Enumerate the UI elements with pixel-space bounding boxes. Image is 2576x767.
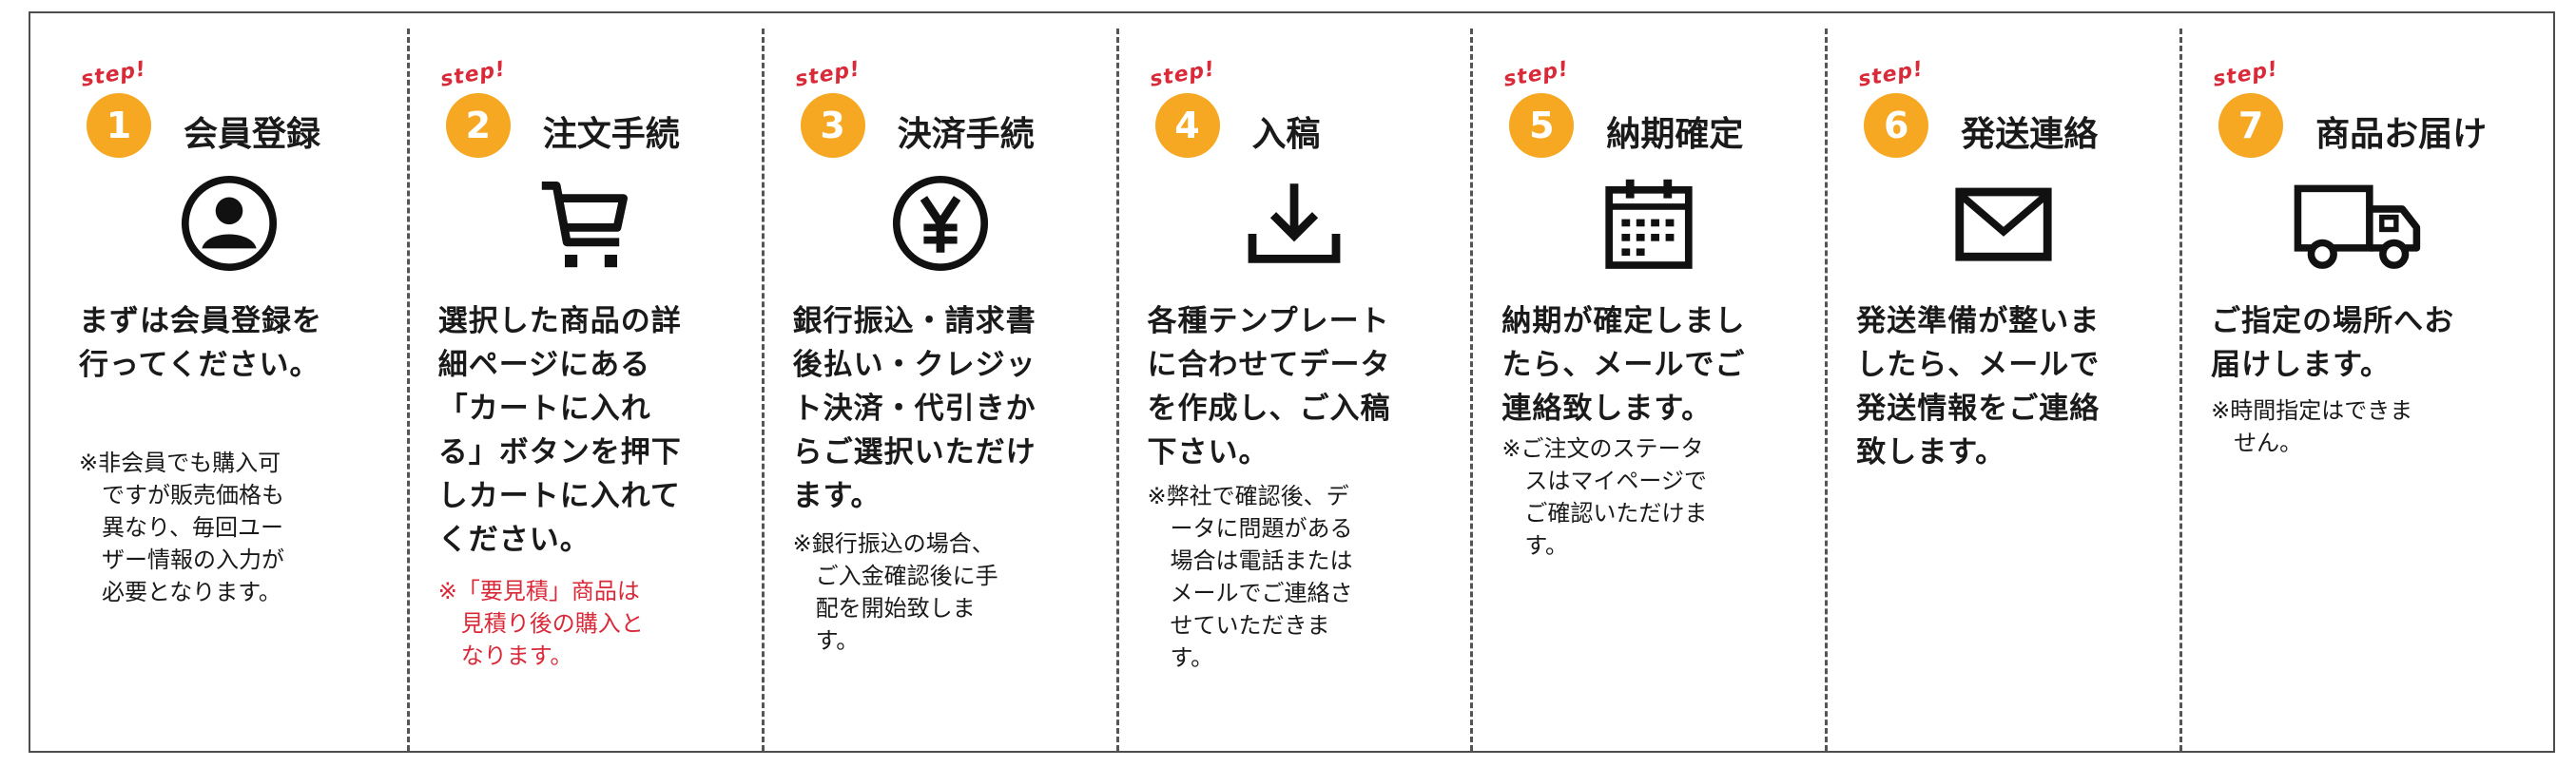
step-note: ※銀行振込の場合、 ご入金確認後に手 配を開始致しま す。 bbox=[792, 530, 998, 654]
step-note: ※ご注文のステータ スはマイページで ご確認いただけま す。 bbox=[1501, 435, 1708, 559]
yen-circle-icon bbox=[765, 171, 1116, 285]
step-note: ※弊社で確認後、デ ータに問題がある 場合は電話または メールでご連絡さ せてい… bbox=[1147, 483, 1353, 671]
step-number-badge: 5 bbox=[1509, 93, 1575, 158]
calendar-icon bbox=[1473, 171, 1825, 285]
step-tag: step! bbox=[1501, 57, 1572, 92]
step-1: step! 1 会員登録 まずは会員登録を 行ってください。 ※非会員でも購入可… bbox=[52, 29, 407, 751]
step-tag: step! bbox=[2211, 57, 2281, 92]
step-tag: step! bbox=[1856, 57, 1927, 92]
step-number-badge: 4 bbox=[1154, 93, 1220, 158]
step-title: 会員登録 bbox=[184, 115, 321, 154]
step-header: step! 3 決済手続 bbox=[793, 29, 1097, 158]
step-3: step! 3 決済手続 銀行振込・請求書 後払い・クレジッ ト決済・代引きか … bbox=[761, 29, 1116, 751]
step-number-badge: 7 bbox=[2218, 93, 2284, 158]
step-number-badge: 3 bbox=[800, 93, 865, 158]
steps-frame bbox=[29, 11, 2555, 753]
step-header: step! 4 入稿 bbox=[1147, 29, 1452, 158]
step-4: step! 4 入稿 各種テンプレート に合わせてデータ を作成し、ご入稿 下さ… bbox=[1115, 29, 1471, 751]
step-number-badge: 2 bbox=[445, 93, 511, 158]
step-tag: step! bbox=[438, 57, 508, 92]
step-tag: step! bbox=[793, 57, 862, 92]
step-6: step! 6 発送連絡 発送準備が整いま したら、メールで 発送情報をご連絡 … bbox=[1825, 29, 2179, 751]
step-title: 入稿 bbox=[1251, 115, 1321, 154]
step-tag: step! bbox=[1147, 57, 1217, 92]
step-note: ※時間指定はできま せん。 bbox=[2211, 397, 2413, 456]
step-note: ※非会員でも購入可 ですが販売価格も 異なり、毎回ユー ザー情報の入力が 必要と… bbox=[79, 450, 284, 605]
step-description: ご指定の場所へお 届けします。 bbox=[2211, 304, 2455, 382]
step-number-badge: 6 bbox=[1864, 93, 1929, 158]
step-tag: step! bbox=[79, 57, 148, 92]
step-number-badge: 1 bbox=[87, 93, 151, 158]
step-header: step! 1 会員登録 bbox=[79, 29, 388, 158]
user-circle-icon bbox=[52, 171, 407, 285]
step-2: step! 2 注文手続 選択した商品の詳 細ページにある 「カートに入れ る」… bbox=[406, 29, 762, 751]
step-5: step! 5 納期確定 納期が確定しまし たら、メールでご 連絡致します。 ※… bbox=[1470, 29, 1825, 751]
step-header: step! 7 商品お届け bbox=[2211, 29, 2515, 158]
step-title: 決済手続 bbox=[897, 115, 1035, 154]
truck-icon bbox=[2182, 171, 2534, 285]
step-header: step! 2 注文手続 bbox=[438, 29, 743, 158]
step-title: 納期確定 bbox=[1606, 115, 1744, 154]
step-description: 発送準備が整いま したら、メールで 発送情報をご連絡 致します。 bbox=[1856, 304, 2101, 470]
step-title: 発送連絡 bbox=[1961, 115, 2099, 154]
step-description: 各種テンプレート に合わせてデータ を作成し、ご入稿 下さい。 bbox=[1147, 304, 1391, 470]
step-description: 納期が確定しまし たら、メールでご 連絡致します。 bbox=[1501, 304, 1746, 426]
step-description: 選択した商品の詳 細ページにある 「カートに入れ る」ボタンを押下 しカートに入… bbox=[437, 304, 682, 557]
step-note-required-quote: ※「要見積」商品は 見積り後の購入と なります。 bbox=[437, 578, 644, 669]
step-7: step! 7 商品お届け ご指定の場所へお 届けします。 ※時間指定はできま … bbox=[2179, 29, 2534, 751]
download-icon bbox=[1119, 171, 1471, 285]
step-title: 注文手続 bbox=[542, 115, 680, 154]
step-header: step! 5 納期確定 bbox=[1501, 29, 1806, 158]
step-title: 商品お届け bbox=[2315, 115, 2488, 154]
order-steps: step! 1 会員登録 まずは会員登録を 行ってください。 ※非会員でも購入可… bbox=[52, 29, 2534, 751]
step-header: step! 6 発送連絡 bbox=[1856, 29, 2160, 158]
shopping-cart-icon bbox=[410, 171, 762, 285]
mail-icon bbox=[1828, 171, 2179, 285]
step-description: 銀行振込・請求書 後払い・クレジッ ト決済・代引きか らご選択いただけ ます。 bbox=[792, 304, 1036, 513]
step-description: まずは会員登録を 行ってください。 bbox=[79, 304, 322, 382]
